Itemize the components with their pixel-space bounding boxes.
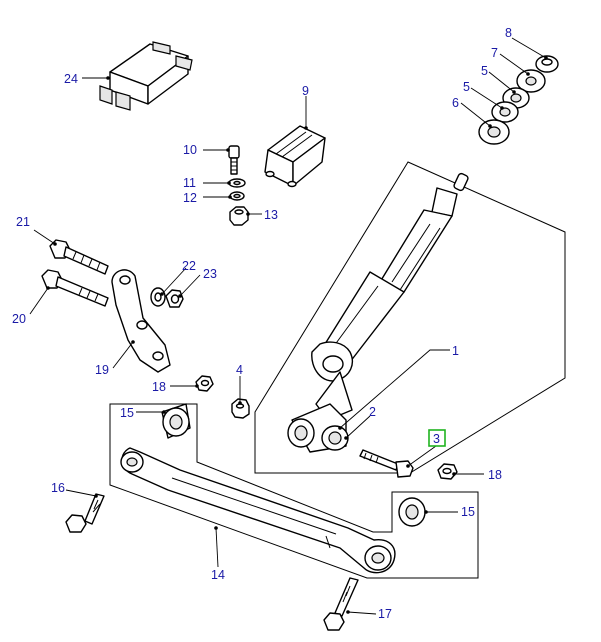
part-12-washer[interactable] [229, 191, 245, 201]
part-9-bracket[interactable] [264, 125, 326, 188]
callout-1[interactable]: 1 [452, 344, 459, 358]
part-20-bolt[interactable] [41, 269, 109, 307]
callout-21[interactable]: 21 [16, 215, 30, 229]
callout-13[interactable]: 13 [264, 208, 278, 222]
callout-23[interactable]: 23 [203, 267, 217, 281]
part-16-bolt[interactable] [65, 493, 105, 533]
leader-lines [29, 37, 547, 615]
callout-3[interactable]: 3 [433, 432, 440, 446]
part-5-bush-lower[interactable] [491, 101, 519, 123]
panhard-rod-group-box [109, 403, 479, 579]
callout-10[interactable]: 10 [183, 143, 197, 157]
part-11-washer[interactable] [228, 178, 246, 188]
callout-5-lower[interactable]: 5 [463, 80, 470, 94]
selected-callout-highlight [428, 429, 446, 447]
callout-4[interactable]: 4 [236, 363, 243, 377]
callout-20[interactable]: 20 [12, 312, 26, 326]
leader-dots [46, 56, 548, 614]
callout-14[interactable]: 14 [211, 568, 225, 582]
part-23-nut[interactable] [165, 289, 184, 308]
callout-18-right[interactable]: 18 [488, 468, 502, 482]
part-7-washer[interactable] [516, 69, 546, 93]
part-6-washer[interactable] [478, 119, 510, 145]
part-3-bolt[interactable] [359, 449, 414, 478]
callout-2[interactable]: 2 [369, 405, 376, 419]
part-21-bolt[interactable] [49, 239, 109, 275]
callout-9[interactable]: 9 [302, 84, 309, 98]
callout-24[interactable]: 24 [64, 72, 78, 86]
part-14-panhard-rod[interactable] [120, 447, 396, 574]
part-18-nut-left[interactable] [195, 375, 214, 392]
part-17-bolt[interactable] [323, 577, 359, 631]
callout-8[interactable]: 8 [505, 26, 512, 40]
callout-16[interactable]: 16 [51, 481, 65, 495]
part-8-nut[interactable] [535, 55, 559, 73]
part-22-washer[interactable] [150, 287, 166, 307]
callout-labels: 24 9 10 11 12 13 8 7 5 5 6 21 22 23 20 1… [12, 26, 512, 621]
callout-22[interactable]: 22 [182, 259, 196, 273]
part-15-bush-left[interactable] [161, 403, 191, 439]
callout-7[interactable]: 7 [491, 46, 498, 60]
callout-19[interactable]: 19 [95, 363, 109, 377]
part-18-nut-right[interactable] [437, 463, 458, 480]
callout-18-left[interactable]: 18 [152, 380, 166, 394]
callout-17[interactable]: 17 [378, 607, 392, 621]
part-10-bolt[interactable] [228, 145, 240, 175]
part-1-radius-arm[interactable] [287, 172, 469, 453]
callout-12[interactable]: 12 [183, 191, 197, 205]
callout-5-upper[interactable]: 5 [481, 64, 488, 78]
part-19-bracket[interactable] [111, 269, 171, 373]
callout-11[interactable]: 11 [183, 176, 196, 190]
callout-15-left[interactable]: 15 [120, 406, 134, 420]
part-4-nut[interactable] [231, 398, 250, 419]
part-15-bush-right[interactable] [398, 497, 426, 527]
callout-15-right[interactable]: 15 [461, 505, 475, 519]
part-13-nut[interactable] [229, 206, 249, 226]
callout-6[interactable]: 6 [452, 96, 459, 110]
part-2-bush[interactable] [321, 425, 349, 451]
part-24-module[interactable] [99, 41, 193, 111]
